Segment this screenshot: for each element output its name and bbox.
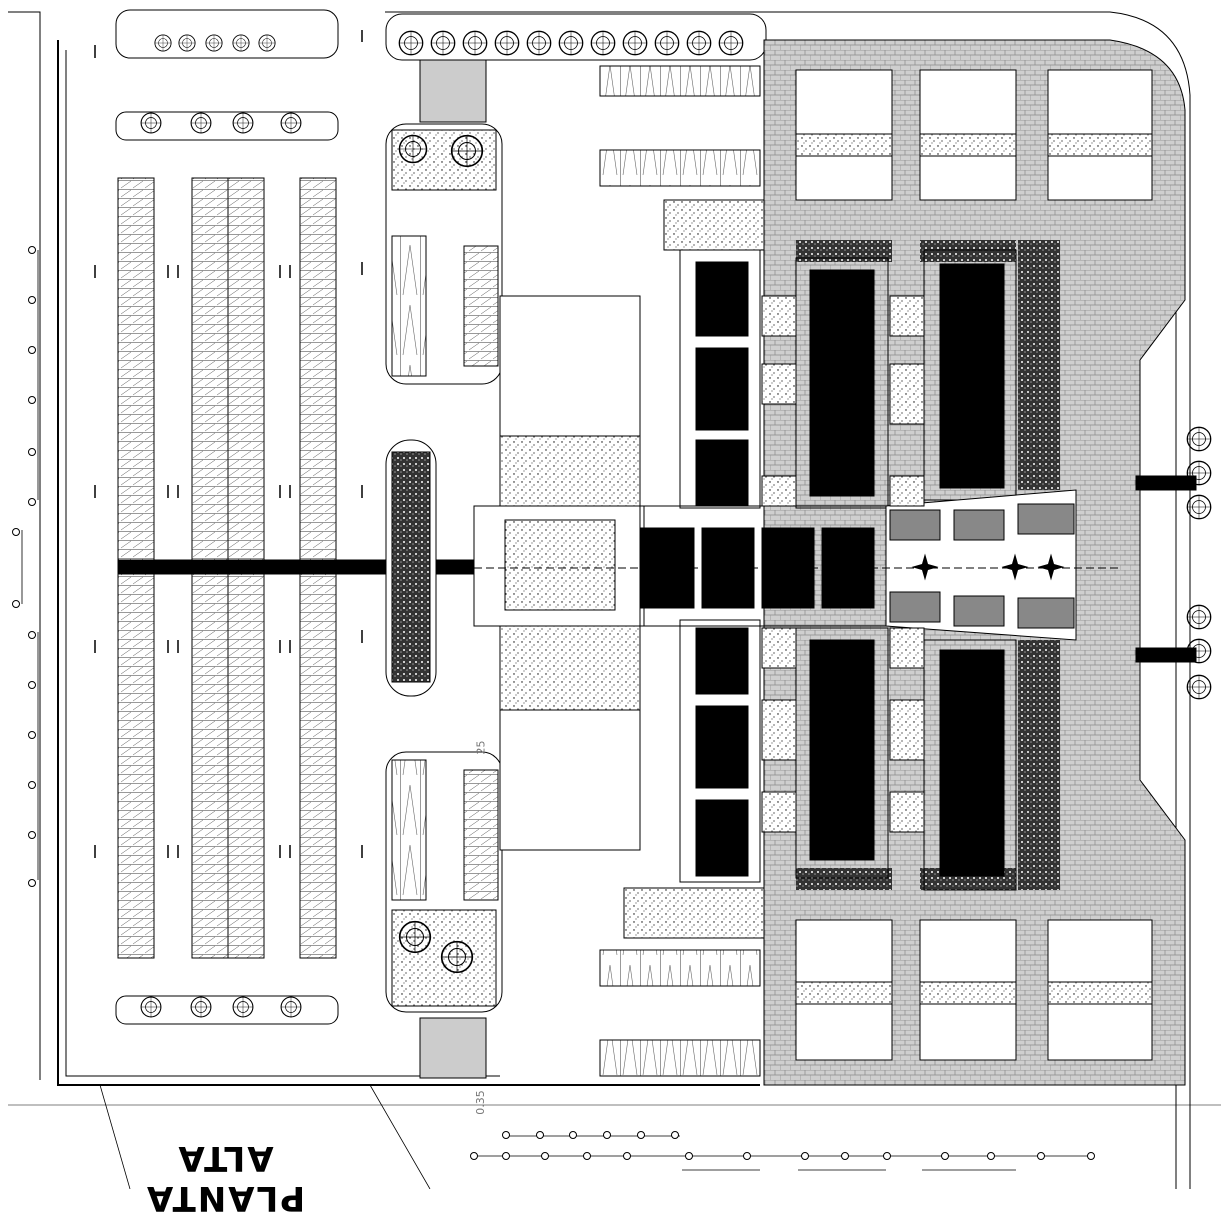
dimension-label-bottom: 0.35 xyxy=(473,1090,487,1115)
parking-lot-left xyxy=(115,9,479,1025)
building-core xyxy=(463,65,765,1077)
axis-line xyxy=(474,475,1197,663)
traffic-arrows xyxy=(94,30,363,858)
planter-boxes xyxy=(761,295,1075,833)
dimension-label-mid: 25 xyxy=(474,740,488,755)
grid-axes-left xyxy=(12,246,39,887)
floor-plan xyxy=(8,9,1221,1189)
vegetation-dark xyxy=(796,240,1060,890)
grid-axes-bottom xyxy=(470,1131,1095,1171)
drawing-title: PLANTA ALTA xyxy=(144,1138,306,1218)
tree-row-top xyxy=(385,13,767,61)
